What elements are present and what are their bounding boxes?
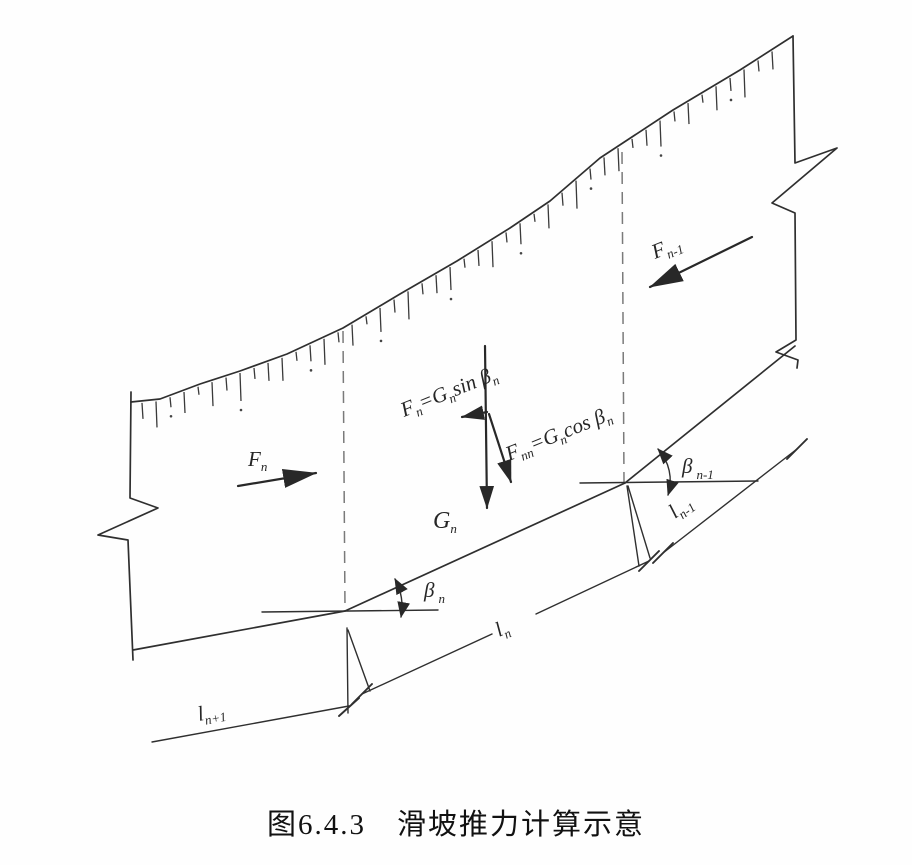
label-fn-minus-1: Fn-1	[647, 230, 686, 267]
dimension-line-ln-plus-1	[151, 705, 350, 743]
dimension-line-ln	[361, 560, 650, 695]
dimension-ticks	[338, 438, 808, 717]
force-arrow-gn	[479, 344, 495, 510]
slip-surface-segment-n-plus-1	[132, 610, 346, 651]
slice-divider-dashed-right	[621, 151, 625, 483]
extension-lines-vertex-n-minus-1	[626, 485, 651, 567]
label-fn: Fn	[247, 447, 267, 474]
left-boundary-break-line	[97, 391, 159, 661]
dimension-line-ln-minus-1	[662, 448, 798, 554]
angle-arc-beta-n	[394, 578, 410, 619]
extension-lines-vertex-n	[346, 627, 371, 714]
slice-divider-dashed-left	[342, 330, 346, 611]
ground-hatch-marks	[141, 51, 774, 428]
label-ln: ln	[491, 615, 514, 645]
slip-surface-segment-n-minus-1	[624, 345, 796, 484]
right-boundary-break-line	[771, 35, 838, 369]
label-formula-cos: Fnn=Gncos βn	[501, 401, 616, 468]
force-arrow-fn-minus-1	[648, 235, 754, 289]
label-gn: Gn	[433, 508, 457, 536]
force-arrow-sin-component	[460, 405, 489, 420]
figure-caption: 图6.4.3 滑坡推力计算示意	[266, 809, 645, 841]
label-ln-plus-1: ln+1	[195, 697, 227, 729]
horizontal-reference-n-minus-1	[579, 480, 759, 484]
angle-arc-beta-n-minus-1	[657, 448, 679, 497]
horizontal-reference-n	[261, 609, 439, 613]
ground-surface-line	[130, 35, 794, 403]
label-ln-minus-1: ln-1	[664, 490, 699, 526]
slip-surface-segment-n	[344, 482, 626, 612]
force-arrow-cos-component	[487, 412, 513, 484]
force-arrow-fn	[236, 468, 318, 488]
